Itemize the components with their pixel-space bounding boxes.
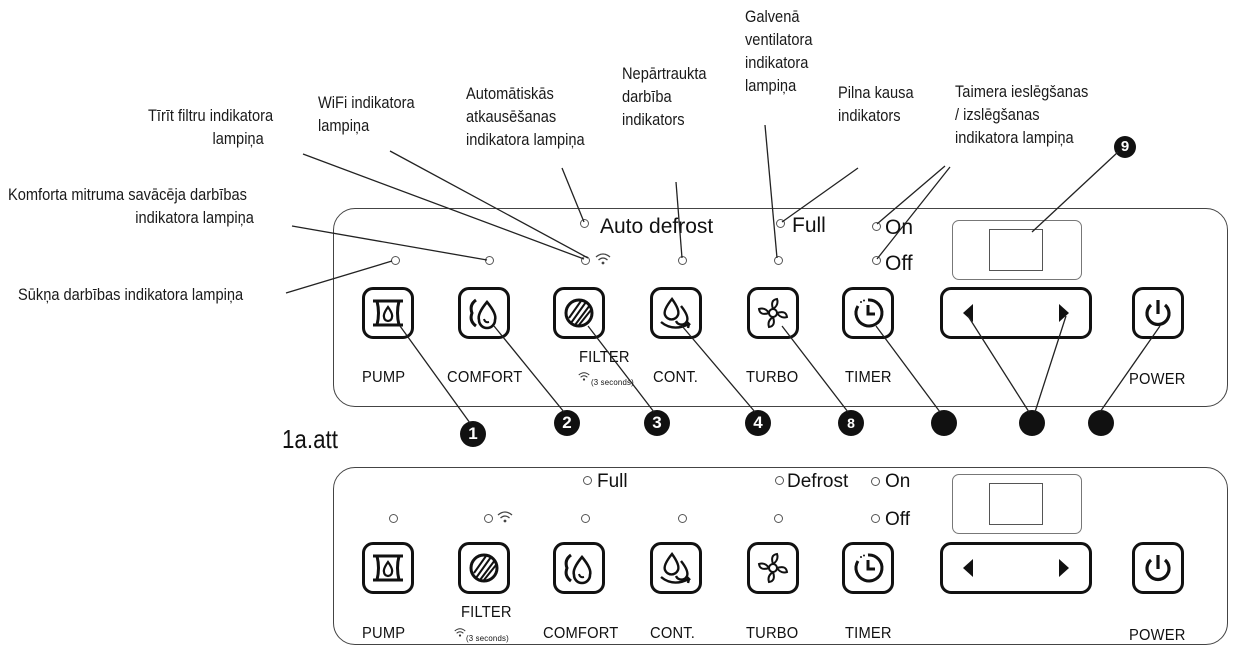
full-label-b: Full — [597, 471, 628, 492]
off-label-b: Off — [885, 509, 910, 530]
wifi-icon — [578, 372, 590, 381]
turbo-label-b: TURBO — [746, 625, 799, 642]
callout-2: 2 — [554, 410, 580, 436]
pump-icon — [373, 299, 403, 327]
cont-led-caption: Nepārtraukta darbība indikators — [622, 64, 707, 129]
pump-icon — [373, 554, 403, 582]
figure-label: 1a.att — [282, 424, 338, 454]
filter-icon — [469, 553, 499, 583]
callout-1: 1 — [460, 421, 486, 447]
continuous-icon — [660, 297, 692, 329]
callout-9: 9 — [1114, 136, 1136, 158]
full-led-a — [776, 219, 785, 228]
on-label-b: On — [885, 471, 911, 492]
full-label-a: Full — [792, 214, 826, 237]
filter-label-a: FILTER — [579, 349, 630, 366]
filter-icon — [564, 298, 594, 328]
display-a — [952, 220, 1082, 280]
clock-icon — [854, 298, 884, 328]
full-led-caption: Pilna kausa indikators — [838, 83, 914, 125]
power-label-b: POWER — [1129, 627, 1186, 644]
comfort-led-caption: Komforta mitruma savācēja darbības indik… — [8, 185, 254, 227]
arrow-buttons-a[interactable] — [940, 287, 1092, 339]
filter-sub-label-a: (3 seconds) — [591, 377, 634, 387]
callout-3: 3 — [644, 410, 670, 436]
cont-label-a: CONT. — [653, 369, 699, 386]
filter-led-b — [484, 514, 493, 523]
callout-8: 8 — [838, 410, 864, 436]
comfort-icon — [469, 298, 497, 330]
auto-defrost-led — [580, 219, 589, 228]
callout-dot-7 — [1019, 410, 1045, 436]
auto-defrost-label: Auto defrost — [600, 215, 714, 238]
turbo-led-caption: Galvenā ventilatora indikatora lampiņa — [745, 7, 813, 95]
off-label-a: Off — [885, 252, 913, 275]
wifi-led-caption: WiFi indikatora lampiņa — [318, 93, 415, 135]
on-led-a — [872, 222, 881, 231]
timer-label-a: TIMER — [845, 369, 892, 386]
display-b — [952, 474, 1082, 534]
timer-button-a[interactable] — [842, 287, 894, 339]
timer-label-b: TIMER — [845, 625, 892, 642]
filter-label-b: FILTER — [461, 604, 512, 621]
wifi-icon — [595, 253, 611, 265]
cont-button-b[interactable] — [650, 542, 702, 594]
off-led-a — [872, 256, 881, 265]
comfort-label-a: COMFORT — [447, 369, 523, 386]
display-screen-b — [989, 483, 1043, 525]
arrow-buttons-b[interactable] — [940, 542, 1092, 594]
filter-button-b[interactable] — [458, 542, 510, 594]
turbo-led-a — [774, 256, 783, 265]
turbo-label-a: TURBO — [746, 369, 799, 386]
power-label-a: POWER — [1129, 371, 1186, 388]
power-button-a[interactable] — [1132, 287, 1184, 339]
defrost-label-b: Defrost — [787, 471, 849, 492]
turbo-led-b — [774, 514, 783, 523]
turbo-button-a[interactable] — [747, 287, 799, 339]
power-icon — [1145, 300, 1171, 327]
arrow-icons — [963, 559, 1069, 577]
callout-dot-8 — [1088, 410, 1114, 436]
pump-led-b — [389, 514, 398, 523]
continuous-icon — [660, 552, 692, 584]
filter-led-caption: Tīrīt filtru indikatora lampiņa — [148, 106, 274, 148]
filter-sub-label-b: (3 seconds) — [466, 633, 509, 643]
callout-dot-6 — [931, 410, 957, 436]
defrost-led-caption: Automātiskās atkausēšanas indikatora lam… — [466, 84, 585, 149]
pump-label-a: PUMP — [362, 369, 406, 386]
comfort-button-b[interactable] — [553, 542, 605, 594]
turbo-button-b[interactable] — [747, 542, 799, 594]
full-led-b — [583, 476, 592, 485]
timer-button-b[interactable] — [842, 542, 894, 594]
wifi-icon — [497, 511, 513, 523]
pump-button-b[interactable] — [362, 542, 414, 594]
arrow-icons — [963, 304, 1069, 322]
on-led-b — [871, 477, 880, 486]
comfort-led-a — [485, 256, 494, 265]
cont-button-a[interactable] — [650, 287, 702, 339]
pump-button-a[interactable] — [362, 287, 414, 339]
callout-4: 4 — [745, 410, 771, 436]
power-icon — [1145, 555, 1171, 582]
fan-icon — [757, 297, 789, 329]
clock-icon — [854, 553, 884, 583]
fan-icon — [757, 552, 789, 584]
comfort-led-b — [581, 514, 590, 523]
cont-label-b: CONT. — [650, 625, 696, 642]
defrost-led-b — [775, 476, 784, 485]
comfort-label-b: COMFORT — [543, 625, 619, 642]
pump-label-b: PUMP — [362, 625, 406, 642]
filter-button-a[interactable] — [553, 287, 605, 339]
timer-led-caption: Taimera ieslēgšanas / izslēgšanas indika… — [955, 82, 1089, 147]
comfort-icon — [564, 553, 592, 585]
cont-led-b — [678, 514, 687, 523]
off-led-b — [871, 514, 880, 523]
comfort-button-a[interactable] — [458, 287, 510, 339]
pump-led-caption: Sūkņa darbības indikatora lampiņa — [18, 285, 244, 304]
display-screen-a — [989, 229, 1043, 271]
power-button-b[interactable] — [1132, 542, 1184, 594]
wifi-icon — [454, 628, 466, 637]
